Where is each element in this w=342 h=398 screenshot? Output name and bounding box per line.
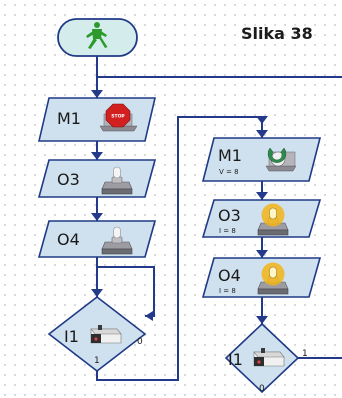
- flow-arrows: [91, 90, 268, 324]
- figure-title: Slika 38: [241, 24, 313, 43]
- block-o4-right[interactable]: O4 I = 8: [201, 257, 322, 298]
- block-label: O4: [218, 266, 241, 285]
- stop-sign-icon: STOP: [99, 103, 138, 132]
- walking-figure-icon: [86, 22, 108, 49]
- flow-lines: [96, 56, 342, 381]
- block-m1-right[interactable]: M1 V = 8: [201, 137, 322, 182]
- port-label: 1: [94, 356, 100, 366]
- decision-label: I1: [64, 327, 79, 346]
- block-label: O3: [57, 170, 80, 189]
- decision-label: I1: [228, 350, 243, 369]
- block-label: O4: [57, 230, 80, 249]
- block-m1-stop[interactable]: M1 STOP: [37, 97, 157, 142]
- block-parameter: I = 8: [219, 287, 236, 295]
- start-block[interactable]: [57, 18, 138, 57]
- decision-i1-right[interactable]: I1 1 0: [224, 322, 308, 394]
- port-label: 0: [137, 337, 143, 347]
- block-parameter: I = 8: [219, 227, 236, 235]
- block-parameter: V = 8: [219, 168, 239, 176]
- block-o3-left[interactable]: O3: [37, 159, 157, 198]
- block-label: M1: [57, 109, 81, 128]
- block-o4-left[interactable]: O4: [37, 220, 157, 258]
- block-o3-right[interactable]: O3 I = 8: [201, 199, 322, 238]
- motor-icon: [265, 147, 297, 172]
- port-label: 1: [302, 349, 308, 359]
- port-label: 0: [259, 384, 265, 394]
- block-label: M1: [218, 146, 242, 165]
- svg-text:STOP: STOP: [111, 114, 125, 120]
- decision-i1-left[interactable]: I1 0 1: [47, 295, 147, 373]
- block-label: O3: [218, 206, 241, 225]
